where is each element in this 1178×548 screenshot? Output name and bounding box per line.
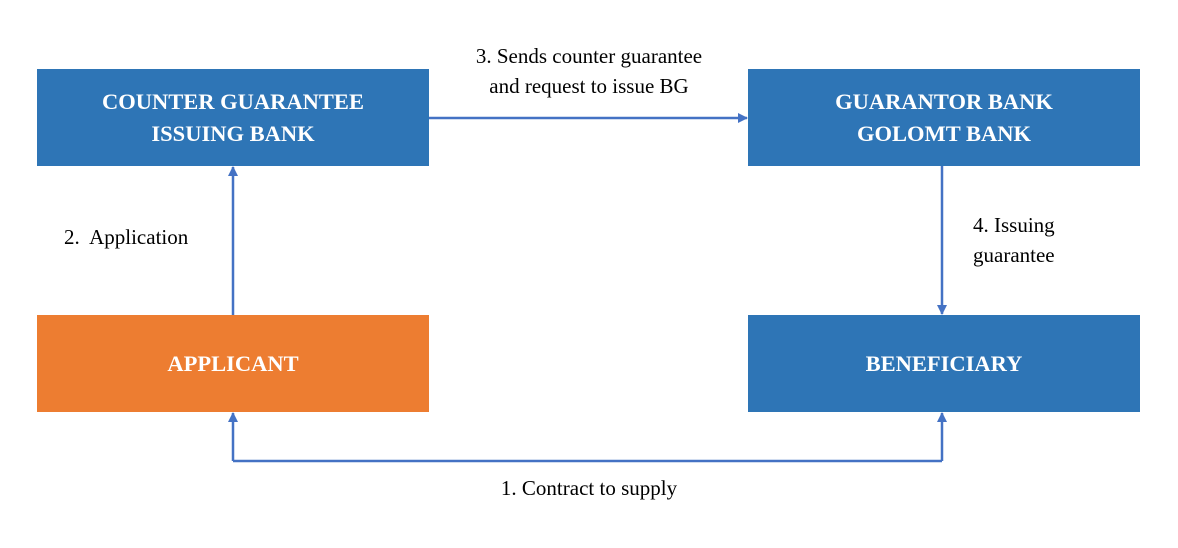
counter-bank-line2: ISSUING BANK xyxy=(151,120,315,146)
counter-guarantee-issuing-bank-box: COUNTER GUARANTEE ISSUING BANK xyxy=(37,69,429,166)
applicant-box: APPLICANT xyxy=(37,315,429,412)
issuing-label-line1: 4. Issuing xyxy=(973,213,1055,237)
counter-guarantee-label-line1: 3. Sends counter guarantee xyxy=(475,44,703,68)
applicant-label: APPLICANT xyxy=(167,350,299,376)
beneficiary-box: BENEFICIARY xyxy=(748,315,1140,412)
application-edge-label: 2. Application xyxy=(64,225,189,249)
beneficiary-label: BENEFICIARY xyxy=(865,350,1023,376)
guarantor-bank-line2: GOLOMT BANK xyxy=(857,120,1031,146)
issuing-guarantee-edge-label: 4. Issuing guarantee xyxy=(973,210,1055,270)
guarantor-bank-box: GUARANTOR BANK GOLOMT BANK xyxy=(748,69,1140,166)
counter-bank-line1: COUNTER GUARANTEE xyxy=(102,88,364,114)
counter-guarantee-edge-label: 3. Sends counter guarantee and request t… xyxy=(430,41,748,101)
issuing-label-line2: guarantee xyxy=(973,243,1055,267)
guarantor-bank-line1: GUARANTOR BANK xyxy=(835,88,1053,114)
counter-guarantee-label-line2: and request to issue BG xyxy=(489,74,689,98)
contract-edge-label: 1. Contract to supply xyxy=(500,476,678,500)
